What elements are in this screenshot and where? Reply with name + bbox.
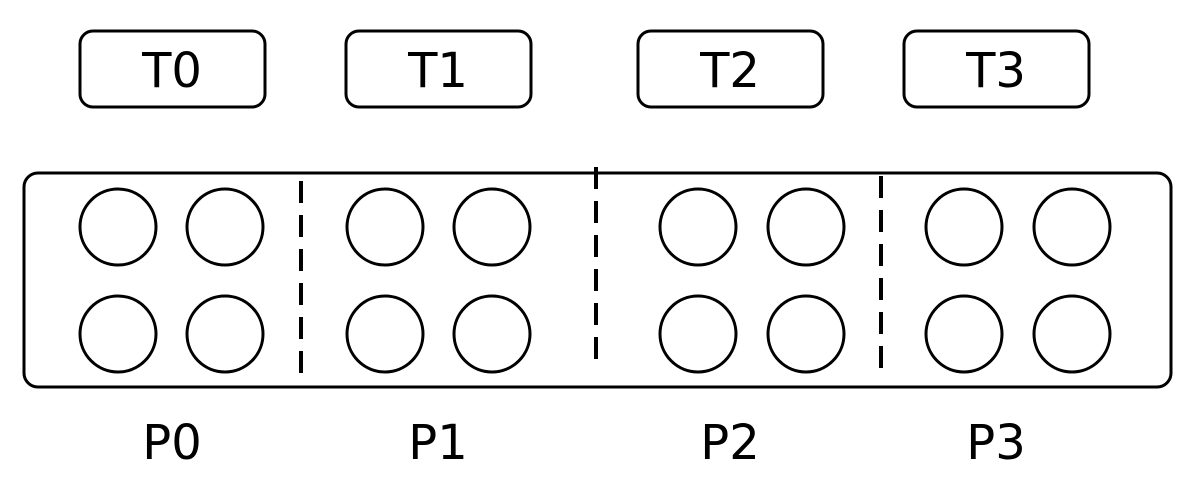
thread-box-t1 bbox=[344, 29, 533, 109]
partition-p2-elements bbox=[658, 187, 846, 374]
thread-box-t2 bbox=[636, 29, 825, 109]
element-circle bbox=[185, 187, 265, 267]
element-circle bbox=[924, 294, 1004, 374]
partition-label-p3: P3 bbox=[966, 415, 1025, 471]
partition-label-p1: P1 bbox=[408, 415, 467, 471]
thread-label-t1: T1 bbox=[407, 43, 468, 99]
partition-p1-elements bbox=[345, 187, 532, 374]
element-circle bbox=[1032, 187, 1112, 267]
element-circle bbox=[78, 187, 158, 267]
thread-label-t2: T2 bbox=[699, 43, 760, 99]
partition-label-p2: P2 bbox=[700, 415, 759, 471]
partition-p0-elements bbox=[78, 187, 265, 374]
thread-box-t3 bbox=[902, 29, 1091, 109]
partition-p3-elements bbox=[924, 187, 1112, 374]
partition-labels: P0 P1 P2 P3 bbox=[142, 415, 1025, 471]
partition-label-p0: P0 bbox=[142, 415, 201, 471]
element-circle bbox=[452, 294, 532, 374]
element-circle bbox=[658, 294, 738, 374]
element-circle bbox=[78, 294, 158, 374]
element-circle bbox=[345, 187, 425, 267]
partition-dividers bbox=[299, 167, 883, 381]
element-circle bbox=[185, 294, 265, 374]
thread-boxes bbox=[78, 29, 1091, 109]
element-circle bbox=[452, 187, 532, 267]
thread-label-t3: T3 bbox=[965, 43, 1026, 99]
element-circle bbox=[924, 187, 1004, 267]
thread-box-t0 bbox=[78, 29, 267, 109]
element-circle bbox=[345, 294, 425, 374]
element-circle bbox=[766, 187, 846, 267]
element-circle bbox=[1032, 294, 1112, 374]
thread-labels: T0 T1 T2 T3 bbox=[141, 43, 1026, 99]
element-circle bbox=[766, 294, 846, 374]
element-circle bbox=[658, 187, 738, 267]
thread-label-t0: T0 bbox=[141, 43, 202, 99]
